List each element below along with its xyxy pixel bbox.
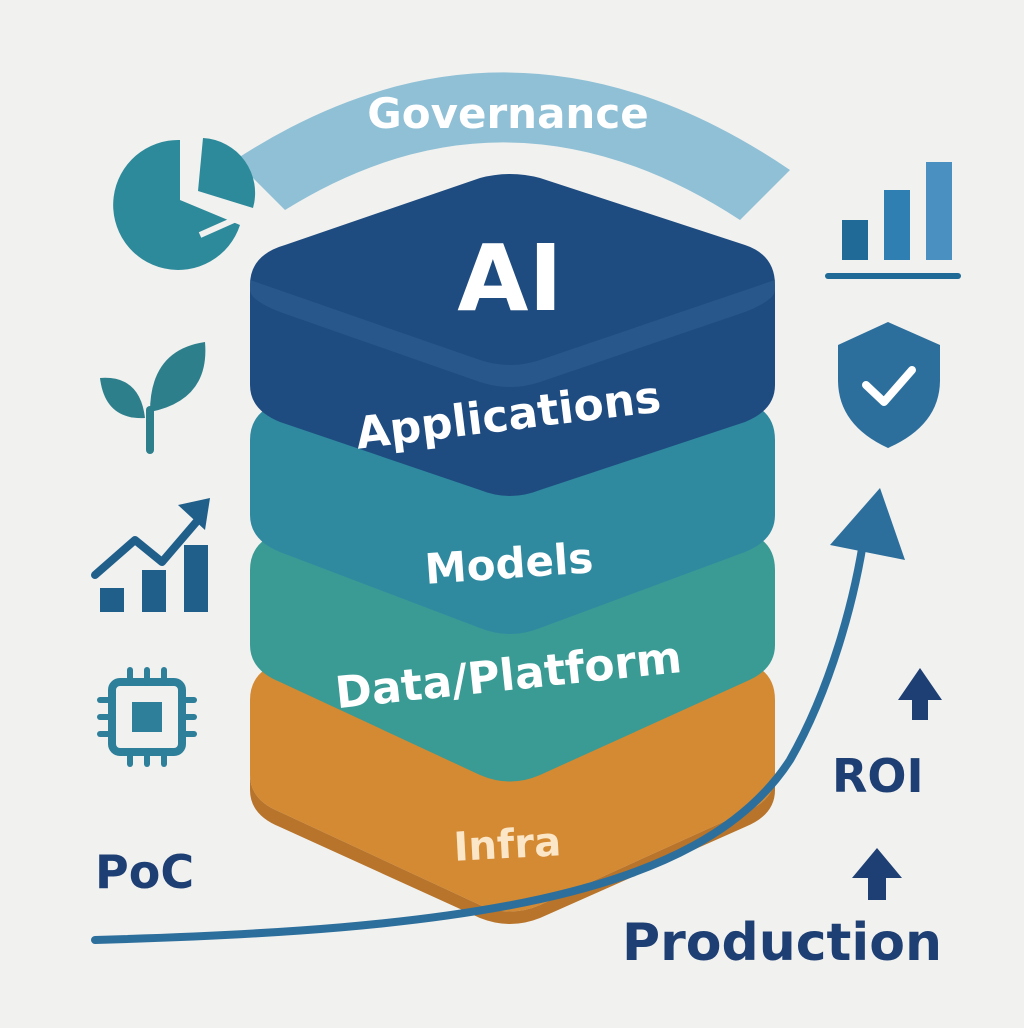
pie-chart-icon [113,138,256,270]
leaf-icon [100,342,206,454]
governance-arch: Governance [235,72,790,220]
production-label: Production [622,913,942,973]
growth-chart-icon [91,498,210,612]
chip-icon [97,667,197,767]
shield-check-icon [838,322,940,448]
layer-label-infra: Infra [452,819,562,871]
layer-applications: AI Applications [250,174,775,496]
up-arrow-icon [852,848,902,900]
poc-label: PoC [95,845,194,899]
bar-chart-icon [825,162,961,279]
stack-top-label: AI [457,225,562,332]
up-arrow-icon [898,668,942,720]
layer-label-models: Models [423,533,595,594]
roi-label: ROI [832,749,924,803]
governance-label: Governance [367,89,648,138]
growth-arrow [91,488,905,944]
